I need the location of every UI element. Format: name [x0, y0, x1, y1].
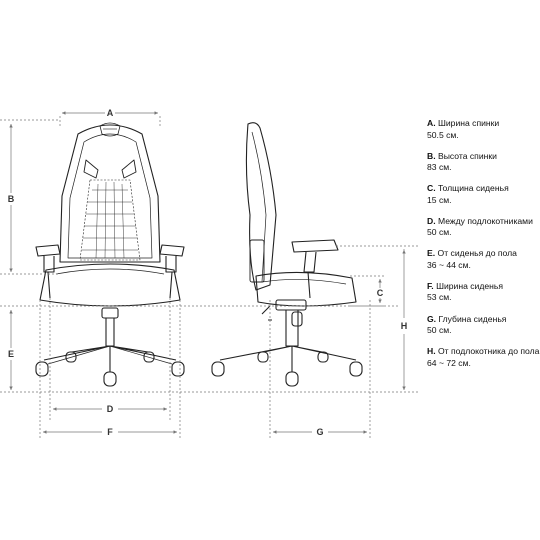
side-armrest	[291, 239, 339, 253]
legend-title: Высота спинки	[437, 150, 497, 161]
legend-value: 64 ~ 72 см.	[427, 357, 471, 368]
legend-title: Ширина сиденья	[436, 280, 504, 291]
legend-key: F.	[427, 280, 434, 291]
legend-title: Толщина сиденья	[437, 183, 509, 194]
side-seat	[255, 271, 357, 307]
backrest-outline	[59, 124, 161, 263]
front-view-chair	[35, 122, 185, 387]
dim-label-e: E	[8, 349, 14, 359]
legend-value: 50 см.	[427, 227, 452, 238]
armrest-left	[35, 244, 61, 299]
dim-label-a: A	[107, 108, 114, 118]
dim-label-h: H	[401, 321, 408, 331]
legend-title: От сиденья до пола	[437, 248, 517, 259]
legend-item-g: G. Глубина сиденья 50 см.	[427, 314, 540, 347]
dim-label-b: B	[8, 194, 15, 204]
legend-key: B.	[427, 150, 436, 161]
dim-label-f: F	[107, 427, 113, 437]
shoulder-slot-right	[121, 159, 137, 179]
legend-key: C.	[427, 183, 436, 194]
legend-title: Глубина сиденья	[438, 313, 507, 324]
legend-key: E.	[427, 248, 436, 259]
legend-item-f: F. Ширина сиденья 53 см.	[427, 281, 540, 314]
brand-logo-icon	[99, 122, 121, 137]
legend-key: D.	[427, 215, 436, 226]
legend-key: G.	[427, 313, 437, 324]
legend-title: Ширина спинки	[437, 118, 500, 128]
legend-item-h: H. От подлокотника до пола 64 ~ 72 см.	[427, 346, 540, 379]
star-base	[43, 345, 177, 372]
legend-value: 50 см.	[427, 325, 452, 336]
dimension-lines	[0, 113, 420, 440]
legend-item-d: D. Между подлокотниками 50 см.	[427, 216, 540, 249]
casters	[35, 351, 185, 387]
gas-lift	[101, 307, 119, 319]
legend-value: 36 ~ 44 см.	[427, 259, 471, 270]
legend-item-b: B. Высота спинки 83 см.	[427, 151, 540, 184]
dim-label-d: D	[107, 404, 114, 414]
dimension-legend: A. Ширина спинки 50.5 см. B. Высота спин…	[427, 118, 540, 379]
honeycomb-pattern	[82, 181, 138, 259]
legend-value: 50.5 см.	[427, 129, 459, 140]
dim-label-c: C	[377, 288, 384, 298]
legend-key: A.	[427, 118, 436, 128]
legend-title: Между подлокотниками	[437, 215, 533, 226]
legend-item-c: C. Толщина сиденья 15 см.	[427, 183, 540, 216]
side-backrest	[245, 122, 277, 291]
shoulder-slot-left	[83, 159, 99, 179]
honeycomb-panel	[79, 179, 141, 261]
backrest-inner	[67, 133, 153, 259]
legend-value: 53 см.	[427, 292, 452, 303]
armrest-right	[159, 244, 185, 299]
seat	[39, 263, 181, 307]
legend-item-a: A. Ширина спинки 50.5 см.	[427, 118, 540, 151]
legend-value: 83 см.	[427, 162, 452, 173]
legend-key: H.	[427, 346, 436, 357]
side-view-chair	[211, 122, 363, 387]
legend-item-e: E. От сиденья до пола 36 ~ 44 см.	[427, 248, 540, 281]
legend-title: От подлокотника до пола	[437, 346, 540, 357]
legend-value: 15 см.	[427, 194, 452, 205]
dim-label-g: G	[316, 427, 323, 437]
